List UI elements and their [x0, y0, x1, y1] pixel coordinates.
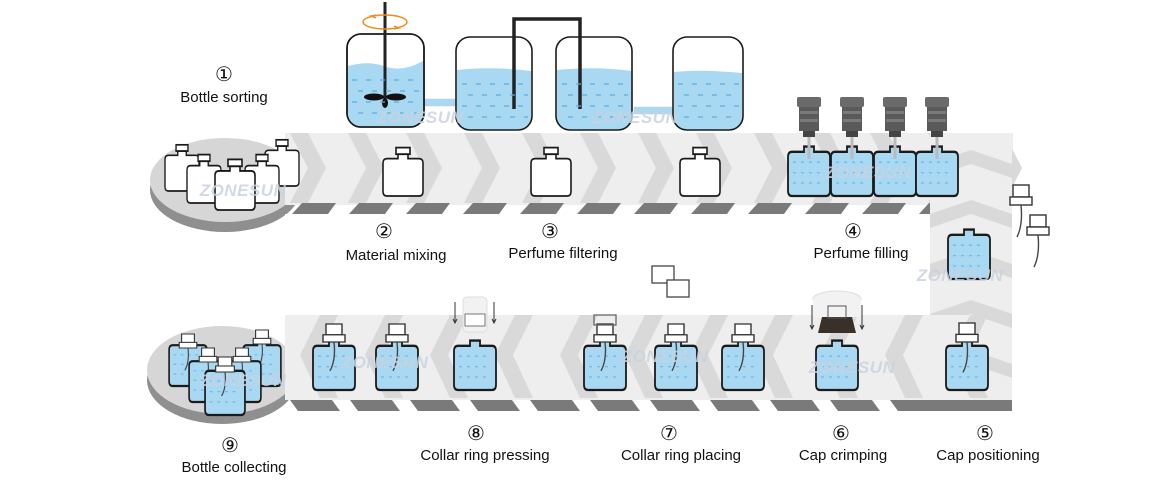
step-number: ⑥ — [832, 421, 850, 445]
belt-chevron — [754, 133, 790, 203]
step-3: ③ Perfume filtering — [508, 219, 617, 262]
belt-chevron — [430, 315, 468, 398]
belt-stripe — [710, 400, 760, 411]
step-number: ③ — [541, 219, 559, 243]
step-9: ⑨ Bottle collecting — [181, 433, 286, 476]
step-5: ⑤ Cap positioning — [936, 421, 1039, 464]
belt-stripe — [410, 400, 460, 411]
belt-chevron — [348, 133, 384, 203]
step-8: ⑧ Collar ring pressing — [420, 421, 549, 464]
step-label: Collar ring placing — [621, 447, 741, 464]
svg-text:ZONESUN: ZONESUN — [591, 108, 679, 127]
svg-text:ZONESUN: ZONESUN — [199, 371, 287, 390]
belt-chevron — [930, 200, 1012, 228]
belt-stripe — [862, 203, 906, 214]
siphon-pipe — [512, 17, 582, 109]
belt-chevron — [464, 133, 500, 203]
belt-stripe — [292, 203, 336, 214]
step-number: ④ — [844, 219, 862, 243]
belt-stripe — [463, 203, 507, 214]
step-6: ⑥ Cap crimping — [799, 421, 887, 464]
step-label: Bottle collecting — [181, 459, 286, 476]
step-2: ② Material mixing — [346, 219, 447, 264]
svg-text:ZONESUN: ZONESUN — [916, 266, 1004, 285]
belt-stripe — [830, 400, 880, 411]
belt-stripe — [748, 203, 792, 214]
step-label: Perfume filtering — [508, 245, 617, 262]
belt-stripe — [530, 400, 580, 411]
step-label: Collar ring pressing — [420, 447, 549, 464]
step-number: ② — [375, 219, 393, 243]
step-number: ⑧ — [467, 421, 485, 445]
svg-text:ZONESUN: ZONESUN — [808, 358, 896, 377]
svg-text:ZONESUN: ZONESUN — [824, 163, 912, 182]
belt-stripe — [350, 400, 400, 411]
svg-text:ZONESUN: ZONESUN — [621, 347, 709, 366]
belt-stripe — [770, 400, 820, 411]
belt-chevron — [638, 133, 674, 203]
svg-text:ZONESUN: ZONESUN — [341, 353, 429, 372]
belt-chevron — [625, 315, 663, 398]
step-label: Cap positioning — [936, 447, 1039, 464]
step-label: Bottle sorting — [180, 89, 268, 106]
belt-stripe — [349, 203, 393, 214]
step-number: ① — [215, 62, 233, 86]
belt-stripe — [470, 400, 520, 411]
belt-stripe — [691, 203, 735, 214]
belt-stripe — [590, 400, 640, 411]
belt-chevron — [580, 133, 616, 203]
incoming-pump-caps — [1009, 184, 1050, 268]
belt-chevron — [495, 315, 533, 398]
belt-stripe — [520, 203, 564, 214]
step-label: Perfume filling — [813, 245, 908, 262]
belt-stripe — [290, 400, 340, 411]
belt-stripe — [950, 400, 1000, 411]
belt-stripe — [577, 203, 621, 214]
belt-chevron — [560, 315, 598, 398]
mixing-tank — [346, 2, 425, 128]
step-label: Cap crimping — [799, 447, 887, 464]
belt-stripe — [805, 203, 849, 214]
belt-stripe — [650, 400, 700, 411]
step-7: ⑦ Collar ring placing — [621, 421, 741, 464]
belt-stripe — [406, 203, 450, 214]
svg-text:ZONESUN: ZONESUN — [199, 181, 287, 200]
step-number: ⑦ — [660, 421, 678, 445]
storage-tank — [672, 36, 744, 131]
rotation-arrow-icon — [362, 14, 408, 30]
step-number: ⑤ — [976, 421, 994, 445]
step-number: ⑨ — [221, 433, 239, 457]
watermarks: ZONESUN ZONESUN ZONESUN ZONESUN ZONESUN … — [199, 108, 1004, 390]
filter-tank-2 — [555, 36, 633, 131]
belt-stripe — [634, 203, 678, 214]
collar-ring-pressing-station — [311, 296, 498, 392]
step-label: Material mixing — [346, 247, 447, 264]
step-4: ④ Perfume filling — [813, 219, 908, 262]
svg-text:ZONESUN: ZONESUN — [376, 108, 464, 127]
step-1: ① Bottle sorting — [180, 62, 268, 106]
belt-chevron — [290, 133, 326, 203]
belt-chevron — [885, 315, 923, 398]
collar-ring-placing-station — [582, 265, 766, 392]
belt-stripe — [890, 400, 940, 411]
cap-crimping-station — [809, 290, 865, 392]
